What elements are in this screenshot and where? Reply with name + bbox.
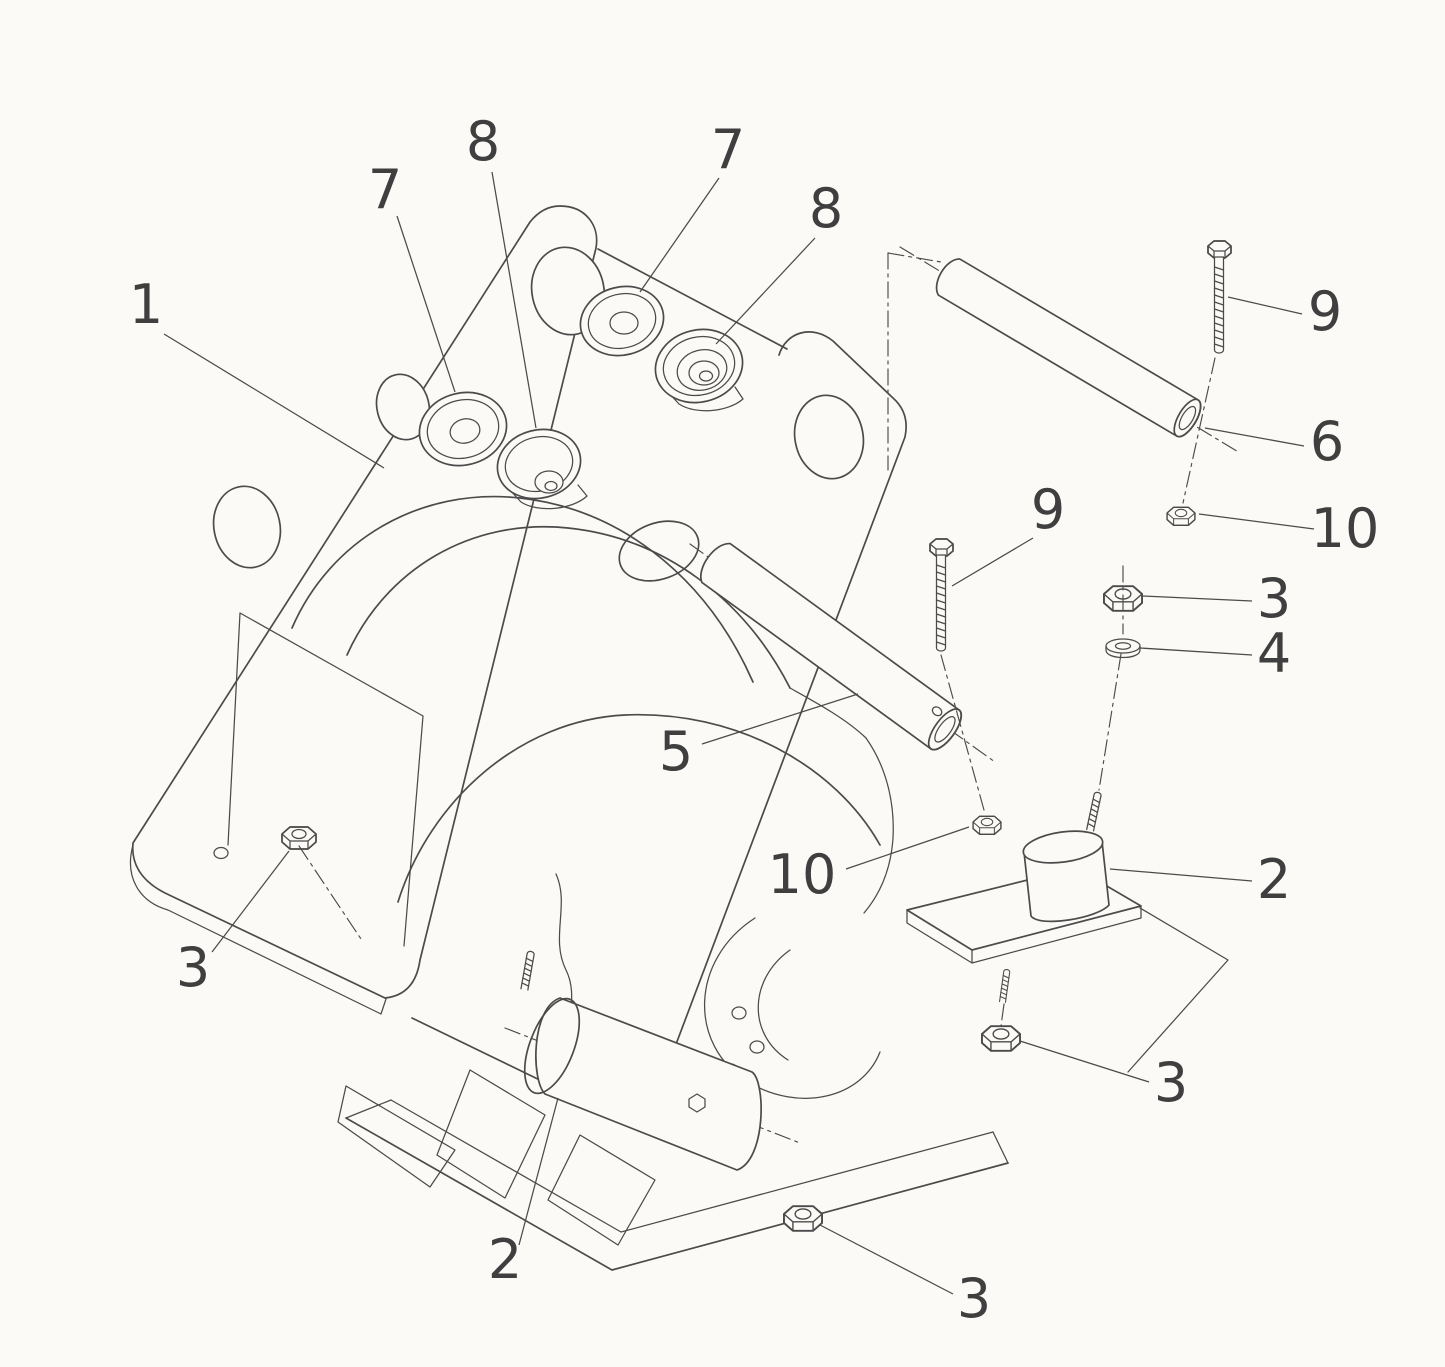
hex-bolt-9-right xyxy=(1207,240,1232,354)
base-rail-ends xyxy=(345,1099,1009,1164)
callout-label-3: 3 xyxy=(1154,1051,1188,1114)
main-bracket xyxy=(129,205,907,1120)
pin-end-chamfer xyxy=(934,716,956,743)
base-rail-inner xyxy=(390,1099,994,1233)
callout-label-1: 1 xyxy=(129,273,163,336)
callout-label-10: 10 xyxy=(1311,497,1380,560)
left-plate-hole-side xyxy=(212,485,282,569)
rubber-washer-7b xyxy=(579,285,665,357)
bolt9r-centerline xyxy=(1182,357,1216,504)
hex-nut-10-mid xyxy=(972,815,1002,835)
leader-line-8 xyxy=(715,237,816,345)
callout-label-10: 10 xyxy=(768,843,837,906)
base-left-wedge xyxy=(337,1085,456,1188)
leader-line-3 xyxy=(1141,595,1253,602)
leader-line-8 xyxy=(491,171,537,429)
centerlines-top xyxy=(298,357,1216,1027)
leader-line-5 xyxy=(701,693,859,745)
base-right-plate xyxy=(1127,907,1229,1073)
callout-label-7: 7 xyxy=(368,158,402,221)
bushing-8b xyxy=(654,328,744,412)
callout-label-2: 2 xyxy=(1257,848,1291,911)
nut3l-centerline xyxy=(298,845,364,943)
bracket-right-plate xyxy=(412,331,907,1119)
boss-bolt-hole xyxy=(749,1040,765,1054)
mount-plate-thickness xyxy=(906,905,1142,964)
vibration-mount-bottom xyxy=(520,950,762,1171)
leader-line-2 xyxy=(518,1097,559,1246)
hex-nut-3-bottom xyxy=(783,1205,823,1232)
saddle-arch xyxy=(291,495,867,739)
leader-line-7 xyxy=(639,177,720,293)
base-rail-outer xyxy=(345,1117,1009,1271)
leader-line-4 xyxy=(1139,647,1253,656)
callout-label-8: 8 xyxy=(809,177,843,240)
rubber-washer-7a xyxy=(418,391,508,467)
threaded-stud-bottom xyxy=(999,968,1011,1003)
leader-line-3 xyxy=(819,1224,954,1295)
leader-line-2 xyxy=(1109,868,1253,882)
housing-boss-inner xyxy=(757,949,791,1061)
pivot-pin-5 xyxy=(699,542,963,751)
callout-label-2: 2 xyxy=(488,1228,522,1291)
gusset-hole xyxy=(213,846,229,860)
washer-stack-left xyxy=(375,373,588,510)
flat-washer-4 xyxy=(1105,638,1141,659)
boss-bolt-hole xyxy=(731,1006,747,1020)
pin-end-chamfer xyxy=(1178,405,1197,431)
section-centerline xyxy=(887,252,942,263)
left-plate-thickness xyxy=(129,844,387,1015)
callout-label-6: 6 xyxy=(1310,410,1344,473)
callout-label-3: 3 xyxy=(1257,567,1291,630)
leader-line-3 xyxy=(211,850,290,953)
leader-line-9 xyxy=(951,537,1034,587)
vibration-mount-right xyxy=(906,791,1142,1003)
leader-line-6 xyxy=(1204,427,1305,447)
hex-nut-10-right xyxy=(1166,506,1196,526)
bushing-8a xyxy=(496,428,588,510)
callout-label-4: 4 xyxy=(1257,622,1291,685)
base-foot-1 xyxy=(436,1069,546,1199)
nut3-washer4-centerline xyxy=(1098,565,1124,791)
pivot-pin-6 xyxy=(935,258,1202,438)
base-frame xyxy=(337,907,1229,1271)
stud-tip-hex xyxy=(688,1093,706,1113)
bolt9m-centerline xyxy=(940,654,985,811)
leader-line-1 xyxy=(163,333,385,469)
hex-nut-3-mid-right xyxy=(981,1025,1021,1052)
mount-end-face xyxy=(523,997,581,1095)
callout-label-5: 5 xyxy=(659,720,693,783)
pin-end-face xyxy=(927,708,963,751)
stud-nut-centerline xyxy=(1000,1003,1005,1027)
callout-label-3: 3 xyxy=(176,936,210,999)
bracket-top-edge xyxy=(597,248,788,350)
leader-line-7 xyxy=(396,215,456,393)
leader-line-3 xyxy=(1019,1040,1150,1083)
hex-bolt-9-mid xyxy=(929,538,954,652)
leader-line-10 xyxy=(845,826,970,870)
callout-label-8: 8 xyxy=(466,110,500,173)
right-plate-hole-top xyxy=(793,394,865,480)
mount-cylinder-body xyxy=(535,997,762,1171)
gusset-plate xyxy=(213,612,424,947)
washer-stack-right xyxy=(579,285,744,412)
base-foot-2 xyxy=(547,1134,656,1246)
threaded-stud-top xyxy=(1086,791,1103,832)
callout-label-7: 7 xyxy=(711,118,745,181)
leader-line-9 xyxy=(1227,296,1303,315)
pin-end-face xyxy=(1173,398,1202,438)
callout-label-9: 9 xyxy=(1031,478,1065,541)
leader-line-10 xyxy=(1198,513,1315,530)
mount-cylinder-top xyxy=(1022,830,1104,864)
pin-cotter-hole xyxy=(931,706,943,717)
callout-label-9: 9 xyxy=(1308,280,1342,343)
web-hole xyxy=(375,373,431,441)
callout-label-3: 3 xyxy=(957,1267,991,1330)
